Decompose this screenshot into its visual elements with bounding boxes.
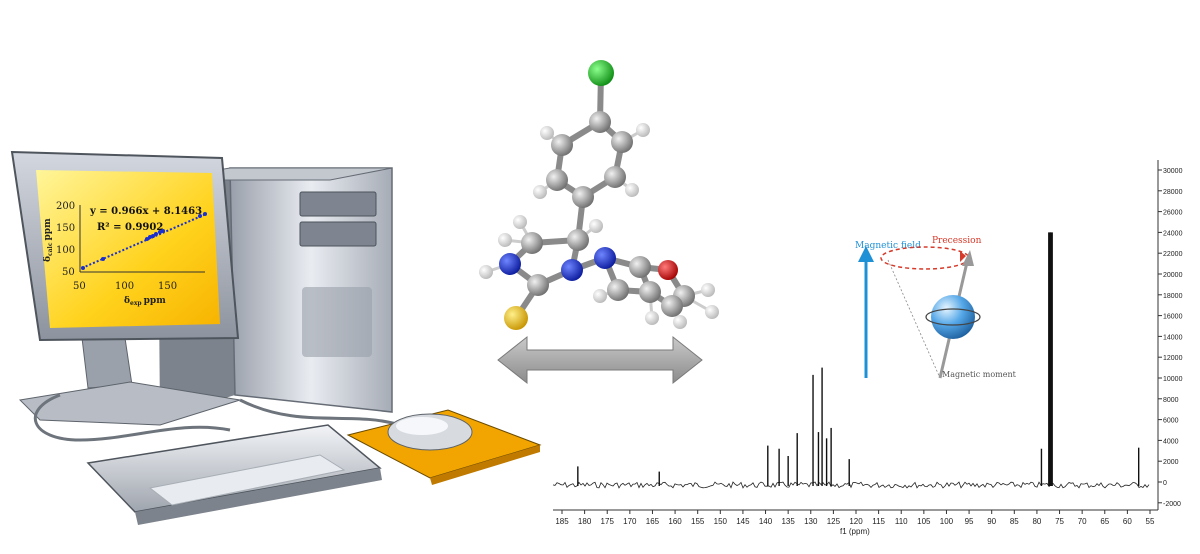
spectrum-x-tick: 175 <box>601 517 615 526</box>
spectrum-x-tick: 115 <box>872 517 885 526</box>
spectrum-x-tick: 180 <box>578 517 592 526</box>
monitor-plot-y-tick: 100 <box>56 245 75 256</box>
spectrum-y-tick: 2000 <box>1163 459 1179 466</box>
monitor-plot-y-tick: 150 <box>56 223 75 234</box>
spectrum-x-tick: 140 <box>759 517 773 526</box>
mouse-and-pad <box>346 409 542 485</box>
spectrum-x-tick: 155 <box>691 517 705 526</box>
precession-label: Precession <box>932 236 982 246</box>
spin-sphere <box>931 295 975 339</box>
spectrum-x-axis: 185 180 175 170 165 160 155 150 145 140 135 130 125 1… <box>555 510 1155 526</box>
monitor-plot-r-squared: R² = 0.9902 <box>97 222 163 233</box>
spectrum-y-tick: 20000 <box>1163 272 1183 279</box>
spectrum-x-tick: 185 <box>555 517 569 526</box>
spectrum-y-tick: 16000 <box>1163 314 1183 321</box>
spectrum-y-tick: 0 <box>1163 480 1167 487</box>
spectrum-x-tick: 60 <box>1123 517 1132 526</box>
monitor-plot-equation: y = 0.966x + 8.1463 <box>89 206 202 217</box>
spectrum-x-tick: 80 <box>1032 517 1041 526</box>
spectrum-y-tick: 12000 <box>1163 355 1183 362</box>
monitor-plot-x-tick: 150 <box>158 281 177 292</box>
spectrum-peaks <box>577 232 1140 486</box>
spectrum-x-tick: 150 <box>714 517 728 526</box>
nitrogen-atom <box>561 259 583 281</box>
spectrum-y-tick: 8000 <box>1163 397 1179 404</box>
magnetic-field-label: Magnetic field <box>855 241 921 251</box>
sulfur-atom <box>504 306 528 330</box>
spectrum-x-tick: 100 <box>940 517 954 526</box>
spectrum-x-tick: 75 <box>1055 517 1064 526</box>
spectrum-y-tick: 28000 <box>1163 189 1183 196</box>
chlorine-atom <box>588 60 614 86</box>
monitor-plot-x-tick: 100 <box>115 281 134 292</box>
spectrum-x-tick: 105 <box>917 517 931 526</box>
monitor-plot-x-tick: 50 <box>73 281 86 292</box>
monitor-plot-y-tick: 50 <box>62 267 75 278</box>
spectrum-y-tick: 10000 <box>1163 376 1183 383</box>
spectrum-y-tick: 26000 <box>1163 210 1183 217</box>
spectrum-y-tick: 14000 <box>1163 334 1183 341</box>
spectrum-y-tick: 24000 <box>1163 230 1183 237</box>
nmr-precession-inset: Magnetic field Precession Magnetic momen… <box>855 236 1017 379</box>
spectrum-x-tick: 85 <box>1010 517 1019 526</box>
spectrum-x-tick: 90 <box>987 517 996 526</box>
spectrum-x-tick: 165 <box>646 517 660 526</box>
spectrum-x-tick: 70 <box>1078 517 1087 526</box>
spectrum-x-tick: 160 <box>668 517 682 526</box>
spectrum-x-tick: 120 <box>849 517 863 526</box>
nitrogen-atom <box>499 253 521 275</box>
spectrum-y-tick: 18000 <box>1163 293 1183 300</box>
spectrum-x-tick: 55 <box>1146 517 1155 526</box>
nitrogen-atom <box>594 247 616 269</box>
spectrum-x-tick: 110 <box>895 517 908 526</box>
spectrum-y-axis: 3000028000260002400022000200001800016000… <box>1158 168 1183 508</box>
spectrum-y-tick: 30000 <box>1163 168 1183 175</box>
carbon-atoms <box>521 111 695 317</box>
monitor-plot-ylabel: δcalcppm <box>43 218 54 262</box>
spectrum-y-tick: 22000 <box>1163 251 1183 258</box>
spectrum-xlabel: f1 (ppm) <box>840 527 870 536</box>
spectrum-x-tick: 170 <box>623 517 637 526</box>
spectrum-x-tick: 125 <box>827 517 841 526</box>
double-arrow-icon <box>497 335 703 385</box>
oxygen-atom <box>658 260 678 280</box>
spectrum-x-tick: 145 <box>736 517 750 526</box>
spectrum-trace <box>552 481 1150 489</box>
spectrum-y-tick: -2000 <box>1163 501 1181 508</box>
magnetic-field-arrow-icon <box>858 246 874 262</box>
molecule-structure <box>479 60 719 330</box>
spectrum-x-tick: 130 <box>804 517 818 526</box>
monitor-plot-y-tick: 200 <box>56 201 75 212</box>
hydrogen-atoms <box>479 123 719 329</box>
spectrum-x-tick: 65 <box>1100 517 1109 526</box>
computer-tower <box>157 167 393 418</box>
spectrum-y-tick: 4000 <box>1163 438 1179 445</box>
spectrum-x-tick: 95 <box>965 517 974 526</box>
spectrum-x-tick: 135 <box>781 517 795 526</box>
keyboard <box>86 424 382 525</box>
monitor-plot-points <box>81 212 207 270</box>
nmr-spectrum: 3000028000260002400022000200001800016000… <box>552 160 1183 536</box>
spectrum-y-tick: 6000 <box>1163 418 1179 425</box>
magnetic-moment-label: Magnetic moment <box>942 370 1017 379</box>
